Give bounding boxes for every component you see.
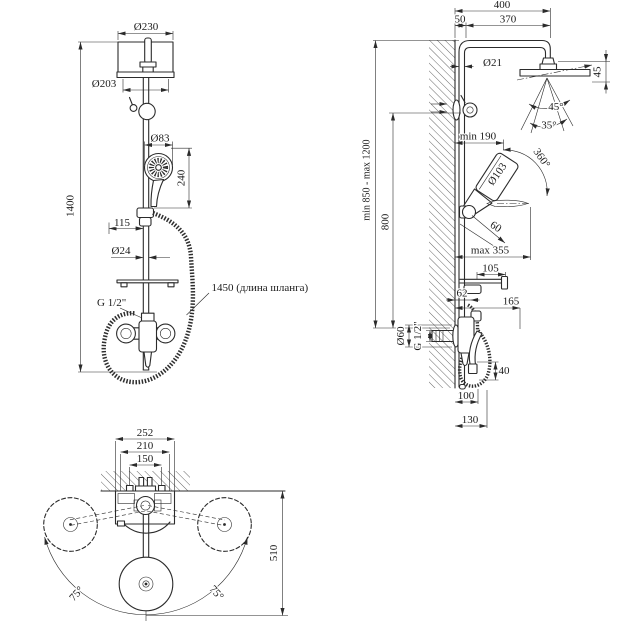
dim-label-62: 62 bbox=[457, 288, 468, 300]
dim-holder-offset: 115 bbox=[108, 216, 144, 234]
supply-pipe-side: Ø60 G 1/2" bbox=[394, 320, 460, 352]
dim-label-d203: Ø203 bbox=[92, 78, 117, 90]
dim-label-150: 150 bbox=[137, 453, 154, 465]
spout-plan bbox=[118, 513, 174, 621]
soap-dish-side: 105 bbox=[459, 261, 509, 295]
dim-label-75-right: 75° bbox=[207, 583, 226, 602]
dim-label-thread-front: G 1/2" bbox=[97, 297, 126, 309]
dim-label-40: 40 bbox=[499, 365, 511, 377]
dim-handshower-max: max 355 bbox=[454, 207, 531, 260]
dim-label-35deg: 35° bbox=[541, 120, 556, 132]
dim-column-diameter: Ø24 bbox=[110, 244, 170, 260]
dim-label-d24: Ø24 bbox=[112, 245, 131, 257]
dim-label-370: 370 bbox=[500, 14, 517, 26]
soap-shelf-front bbox=[116, 279, 179, 288]
dim-label-d230: Ø230 bbox=[134, 21, 159, 33]
dim-riser-offset: 62 bbox=[446, 286, 480, 303]
dim-supply-spacing: 150 bbox=[129, 452, 162, 488]
dim-label-165: 165 bbox=[503, 296, 520, 308]
dim-label-max355: max 355 bbox=[471, 245, 510, 257]
dim-label-400: 400 bbox=[494, 0, 511, 11]
dim-label-252: 252 bbox=[137, 427, 154, 439]
diverter-front bbox=[128, 96, 156, 121]
mixer-front bbox=[116, 312, 176, 368]
dim-swing-radius: 510 bbox=[146, 490, 288, 616]
dim-label-100: 100 bbox=[458, 390, 475, 402]
dim-arm-split: 50 370 bbox=[453, 12, 551, 38]
dim-label-height-range: min 850 - max 1200 bbox=[362, 139, 373, 220]
shower-hose-front bbox=[101, 210, 196, 385]
dim-mixer-depth: 100 bbox=[454, 389, 479, 405]
dim-label-thread-side: G 1/2" bbox=[412, 321, 424, 350]
supply-valve-side bbox=[431, 94, 478, 121]
dim-label-d60: Ø60 bbox=[395, 326, 407, 345]
dim-spray-drop: 40 bbox=[477, 361, 511, 381]
dim-handshower-diameter: Ø83 bbox=[144, 131, 173, 165]
dim-label-1400: 1400 bbox=[65, 195, 77, 218]
dim-total-depth: 130 bbox=[454, 390, 488, 429]
overhead-shower-side bbox=[516, 57, 593, 81]
dim-head-drop: 45 bbox=[558, 50, 610, 94]
dim-label-45: 45 bbox=[592, 66, 604, 78]
dim-label-d83: Ø83 bbox=[151, 133, 170, 145]
dim-arm-total: 400 bbox=[454, 0, 551, 38]
dim-label-240: 240 bbox=[176, 169, 188, 186]
side-view: 400 50 370 Ø21 45 bbox=[360, 0, 610, 429]
dim-mount-width: 210 bbox=[120, 439, 170, 491]
dim-label-45deg: 45° bbox=[548, 101, 563, 113]
dim-handshower-min: min 190 bbox=[454, 129, 504, 150]
dim-height-range: min 850 - max 1200 800 bbox=[360, 40, 461, 329]
dim-label-360: 360° bbox=[531, 146, 553, 170]
wall-side bbox=[429, 39, 456, 389]
dim-label-60: 60 bbox=[488, 219, 504, 235]
swivel-positions-plan bbox=[43, 497, 252, 552]
riser-pipe-side bbox=[458, 39, 551, 390]
spray-cone: 45° 35° bbox=[520, 77, 574, 134]
front-view: 1400 Ø230 Ø203 bbox=[63, 20, 310, 385]
dim-head-inner-diameter: Ø203 bbox=[91, 77, 169, 93]
hand-shower-front bbox=[143, 152, 174, 208]
dim-label-d21: Ø21 bbox=[483, 57, 502, 69]
slider-holder-front bbox=[136, 207, 155, 227]
dim-head-outer-diameter: Ø230 bbox=[117, 20, 174, 40]
mixer-side bbox=[457, 303, 492, 388]
dim-label-75-left: 75° bbox=[67, 584, 86, 603]
dim-label-min190: min 190 bbox=[460, 131, 497, 143]
dim-label-115: 115 bbox=[114, 217, 131, 229]
dim-label-50: 50 bbox=[455, 14, 467, 26]
hand-shower-side: Ø103 bbox=[458, 152, 531, 220]
dim-mixer-reach: 165 bbox=[454, 294, 521, 329]
label-hose-length: 1450 (длина шланга) bbox=[186, 281, 310, 316]
dim-total-height-front: 1400 bbox=[63, 41, 157, 373]
dim-riser-diameter: Ø21 bbox=[450, 56, 503, 70]
dim-label-1450: 1450 (длина шланга) bbox=[212, 282, 309, 294]
dim-label-210: 210 bbox=[137, 440, 154, 452]
overhead-shower-front bbox=[116, 37, 175, 79]
dim-body-width: 252 bbox=[115, 426, 175, 491]
dim-label-510: 510 bbox=[268, 544, 280, 561]
plan-view: 252 210 150 bbox=[43, 426, 288, 621]
dim-label-130: 130 bbox=[462, 414, 479, 426]
mixer-body-plan bbox=[114, 476, 176, 534]
dim-label-105: 105 bbox=[482, 263, 499, 275]
dim-label-800: 800 bbox=[380, 213, 392, 230]
label-thread-front: G 1/2" bbox=[96, 296, 142, 318]
dim-handshower-height: 240 bbox=[154, 147, 192, 209]
